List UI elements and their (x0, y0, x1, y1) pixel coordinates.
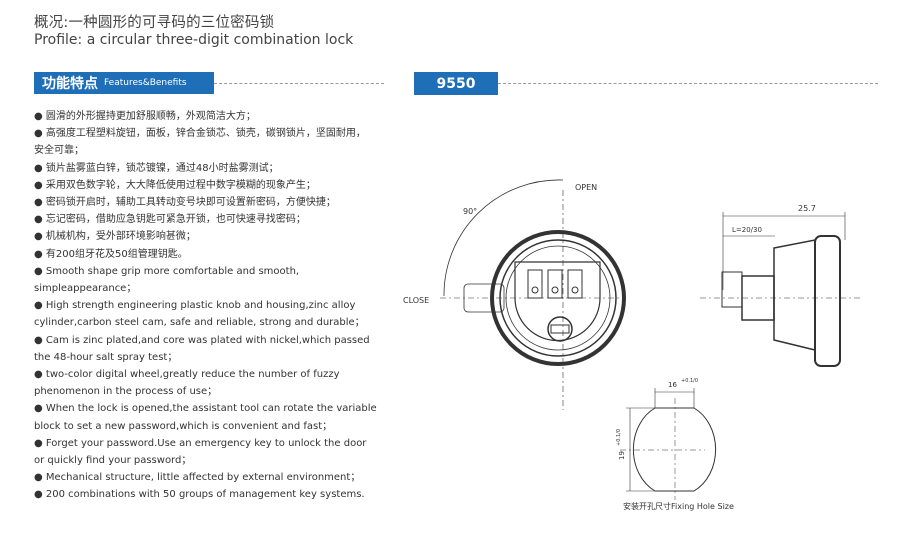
feature-item: the 48-hour salt spray test； (34, 351, 178, 363)
dial-wheel-1 (527, 269, 543, 299)
dim-width-label: 16 (668, 381, 677, 389)
angle-label: 90° (463, 207, 477, 216)
feature-item: ● High strength engineering plastic knob… (34, 300, 356, 312)
dim-l-label: L=20/30 (732, 226, 762, 234)
feature-item: phenomenon in the process of use； (34, 386, 218, 398)
feature-item: cylinder,carbon steel cam, safe and reli… (34, 317, 365, 329)
cam-outline (463, 283, 505, 313)
features-divider (214, 83, 384, 84)
dim-width-tol: +0.1/0 (681, 378, 698, 384)
dial-dot-1 (531, 286, 539, 294)
feature-item: ● 200 combinations with 50 groups of man… (34, 489, 365, 501)
dial-wheel-3 (567, 269, 583, 299)
feature-item: ● 密码锁开启时，辅助工具转动变号块即可设置新密码，方便快捷； (34, 197, 336, 209)
dim-total-label: 25.7 (798, 204, 816, 213)
fixing-hole (632, 407, 717, 492)
features-label-en: Features&Benefits (104, 78, 187, 88)
model-divider (498, 83, 878, 84)
feature-item: ● 有200组牙花及50组管理钥匙。 (34, 248, 188, 260)
close-label: CLOSE (403, 296, 429, 305)
inner-ring (499, 239, 617, 357)
feature-item: 安全可靠； (34, 145, 84, 157)
dial-dot-3 (571, 286, 579, 294)
feature-item: simpleappearance； (34, 283, 137, 295)
dim-height-label: 19 (618, 451, 626, 460)
feature-item: ● Cam is zinc plated,and core was plated… (34, 334, 370, 346)
side-housing (773, 239, 816, 351)
feature-item: ● 圆滑的外形握持更加舒服顺畅，外观简洁大方； (34, 111, 256, 122)
feature-item: ● Forget your password.Use an emergency … (34, 437, 367, 449)
feature-item: ● 锁片盐雾蓝白锌，锁芯镀镍，通过48小时盐雾测试； (34, 162, 279, 174)
outer-ring (490, 230, 626, 366)
rotation-arc (443, 179, 564, 297)
page-title-en: Profile: a circular three-digit combinat… (34, 32, 354, 48)
dim-height-tol: +0.1/0 (616, 429, 622, 446)
feature-item: ● Smooth shape grip more comfortable and… (34, 265, 300, 277)
feature-item: ● 机械机构，受外部环境影响甚微； (34, 231, 196, 243)
feature-item: ● 忘记密码，借助应急钥匙可紧急开锁，也可快速寻找密码； (34, 214, 306, 226)
dial-wheel-2 (547, 269, 563, 299)
features-list: ● 圆滑的外形握持更加舒服顺畅，外观简洁大方； ● 高强度工程塑料旋钮，面板，锌合… (34, 108, 379, 504)
feature-item: ● 高强度工程塑料旋钮，面板，锌合金锁芯、锁壳，碳钢锁片，坚固耐用， (34, 128, 366, 140)
model-badge: 9550 (414, 72, 498, 95)
side-knob (814, 235, 841, 367)
open-label: OPEN (575, 183, 597, 192)
features-badge: 功能特点 Features&Benefits (34, 72, 214, 94)
key-badge (547, 316, 573, 342)
feature-item: ● When the lock is opened,the assistant … (34, 403, 377, 415)
feature-item: block to set a new password,which is con… (34, 420, 333, 432)
page-title-cn: 概况:一种圆形的可寻码的三位密码锁 (34, 15, 275, 31)
feature-item: ● two-color digital wheel,greatly reduce… (34, 369, 340, 381)
feature-item: or quickly find your password； (34, 455, 192, 467)
face-ring (505, 245, 611, 351)
side-cam (721, 271, 743, 308)
feature-item: ● 采用双色数字轮，大大降低使用过程中数字模糊的现象产生； (34, 179, 316, 191)
dial-dot-2 (551, 286, 559, 294)
hole-caption: 安装开孔尺寸Fixing Hole Size (623, 501, 734, 511)
features-label-cn: 功能特点 (42, 76, 98, 92)
feature-item: ● Mechanical structure, little affected … (34, 472, 361, 484)
key-slot (550, 324, 570, 334)
